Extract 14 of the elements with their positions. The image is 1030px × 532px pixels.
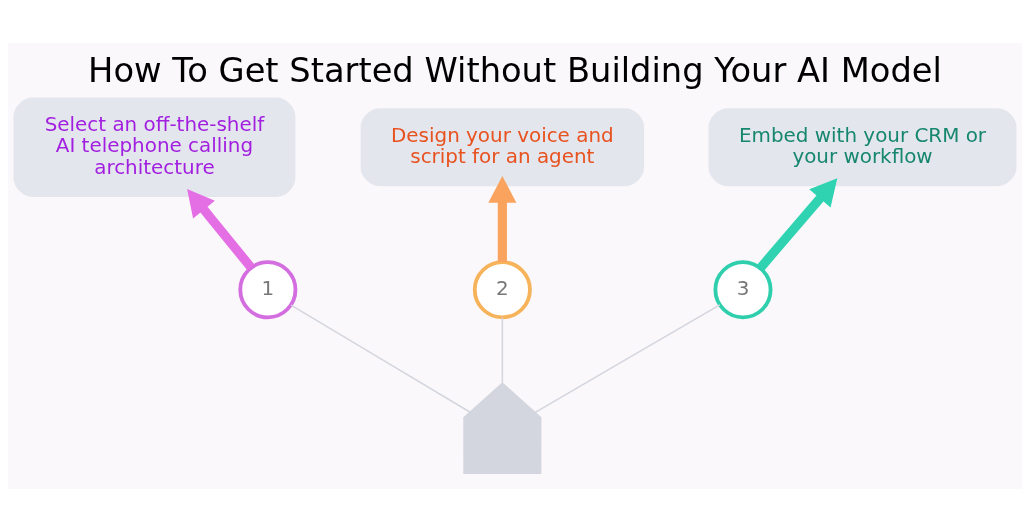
arrow bbox=[488, 176, 517, 262]
connector bbox=[534, 304, 721, 414]
node-picture bbox=[463, 382, 542, 475]
diagram-title: How To Get Started Without Building Your AI Model bbox=[88, 51, 942, 91]
node-box: Embed with your CRM or your workflow bbox=[708, 108, 1017, 187]
node-circle: 2 bbox=[472, 260, 532, 320]
arrow bbox=[757, 178, 838, 271]
node-circle: 1 bbox=[238, 260, 298, 320]
arrow bbox=[187, 188, 255, 271]
node-box: Design your voice and script for an agent bbox=[360, 108, 645, 187]
node-box: Select an off-the-shelf AI telephone calling architecture bbox=[13, 97, 296, 198]
connector bbox=[501, 316, 504, 384]
node-circle: 3 bbox=[713, 260, 773, 320]
connector bbox=[290, 304, 471, 413]
